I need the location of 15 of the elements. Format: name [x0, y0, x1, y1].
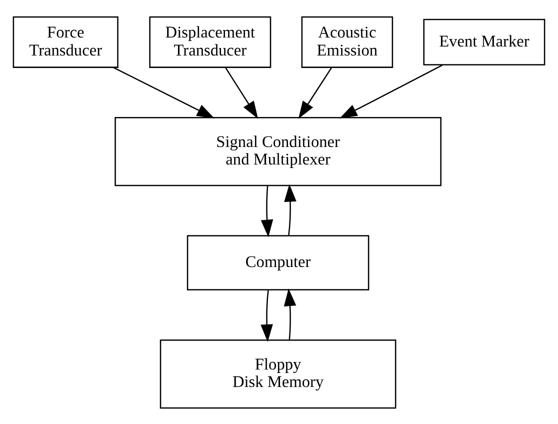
- node-box: Displacement Transducer: [149, 16, 272, 68]
- arrow: [340, 64, 443, 118]
- arrow: [113, 66, 215, 118]
- node-box: Signal Conditioner and Multiplexer: [114, 116, 442, 186]
- node-box: Acoustic Emission: [301, 16, 394, 68]
- arrow: [284, 288, 296, 340]
- node-box: Floppy Disk Memory: [160, 338, 396, 408]
- arrow: [298, 66, 332, 118]
- arrow: [260, 185, 274, 237]
- arrow: [260, 290, 273, 342]
- arrow: [284, 184, 296, 235]
- node-box: Event Marker: [423, 18, 546, 65]
- arrow: [225, 66, 258, 118]
- node-box: Computer: [186, 234, 370, 290]
- node-box: Force Transducer: [12, 16, 118, 68]
